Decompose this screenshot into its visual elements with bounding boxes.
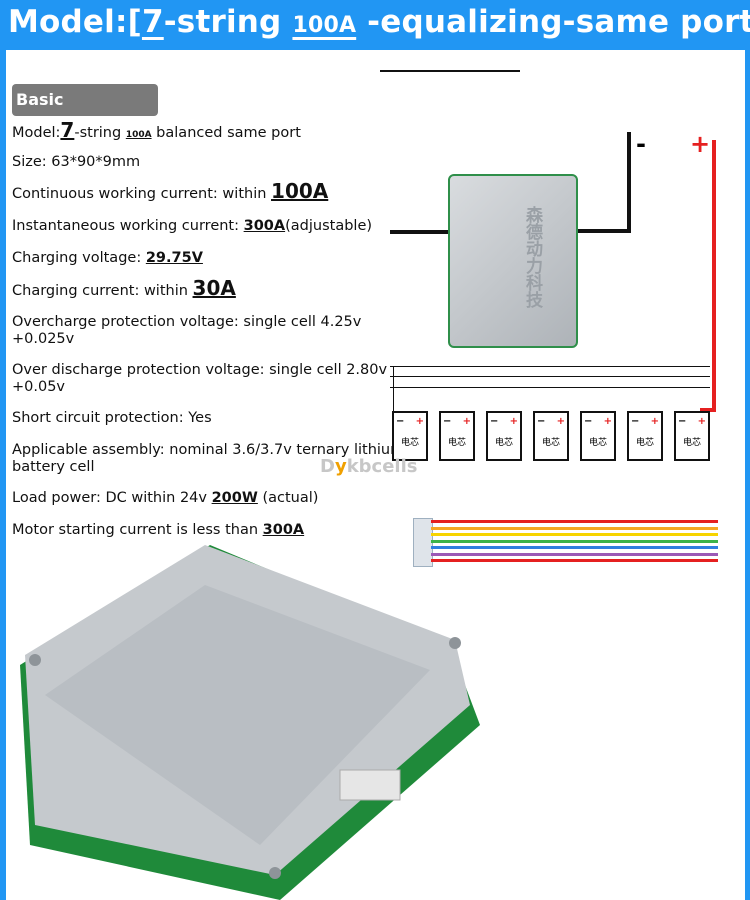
cell-minus: − xyxy=(490,416,499,427)
cell-label: 电芯 xyxy=(400,438,419,448)
cell-minus: − xyxy=(631,416,640,427)
battery-cell: −+ 电芯 xyxy=(533,411,569,461)
plus-sign: + xyxy=(690,130,711,158)
watermark: Dykbcells xyxy=(320,456,418,477)
minus-sign: - xyxy=(636,130,646,158)
basic-parameters-badge: Basic parameters xyxy=(12,84,158,141)
param-assembly: Applicable assembly: nominal 3.6/3.7v te… xyxy=(12,442,405,475)
param-continuous-current: Continuous working current: within 100A xyxy=(12,179,329,203)
wire xyxy=(431,539,718,543)
decorative-line xyxy=(380,70,520,72)
cell-label: 电芯 xyxy=(682,438,701,448)
battery-cell: −+ 电芯 xyxy=(580,411,616,461)
screw-icon xyxy=(29,654,41,666)
header-banner: Model:[7-string 100A -equalizing-same po… xyxy=(0,0,750,50)
cell-plus: + xyxy=(697,416,706,427)
cell-minus: − xyxy=(584,416,593,427)
cell-plus: + xyxy=(415,416,424,427)
cell-label: 电芯 xyxy=(635,438,654,448)
battery-cell: −+ 电芯 xyxy=(674,411,710,461)
wiring-diagram: - + 森德动力科技 −+电芯−+电芯−+电芯−+电芯−+电芯−+电芯−+电芯 xyxy=(390,130,720,470)
param-short-circuit: Short circuit protection: Yes xyxy=(12,410,212,426)
cell-label: 电芯 xyxy=(541,438,560,448)
cell-plus: + xyxy=(509,416,518,427)
wire xyxy=(431,533,718,536)
cell-minus: − xyxy=(678,416,687,427)
wire xyxy=(431,526,718,530)
cell-plus: + xyxy=(462,416,471,427)
cell-label: 电芯 xyxy=(494,438,513,448)
bms-board-diagram: 森德动力科技 xyxy=(448,174,578,348)
wire xyxy=(431,546,718,549)
connector-socket xyxy=(339,769,401,801)
param-overcharge: Overcharge protection voltage: single ce… xyxy=(12,314,362,347)
cell-plus: + xyxy=(556,416,565,427)
param-overdischarge: Over discharge protection voltage: singl… xyxy=(12,362,388,395)
screw-icon xyxy=(269,867,281,879)
battery-cell: −+ 电芯 xyxy=(392,411,428,461)
battery-cell: −+ 电芯 xyxy=(439,411,475,461)
balance-wire-harness xyxy=(413,518,718,567)
board-label: 森德动力科技 xyxy=(522,206,542,308)
param-size: Size: 63*90*9mm xyxy=(12,154,141,170)
param-load-power: Load power: DC within 24v 200W (actual) xyxy=(12,490,319,506)
param-instant-current: Instantaneous working current: 300A(adju… xyxy=(12,218,373,234)
cell-minus: − xyxy=(537,416,546,427)
cell-plus: + xyxy=(650,416,659,427)
cell-label: 电芯 xyxy=(447,438,466,448)
cell-minus: − xyxy=(443,416,452,427)
cell-minus: − xyxy=(396,416,405,427)
battery-cell: −+ 电芯 xyxy=(486,411,522,461)
screw-icon xyxy=(449,637,461,649)
wire xyxy=(431,559,718,562)
page-title: Model:[7-string 100A -equalizing-same po… xyxy=(8,4,750,40)
param-model: Model:7-string 100A balanced same port xyxy=(12,118,301,142)
wire xyxy=(431,520,718,523)
connector xyxy=(413,518,433,567)
bms-board-photo xyxy=(20,545,480,900)
plate-recess xyxy=(45,585,430,845)
wire xyxy=(431,552,718,556)
battery-cell: −+ 电芯 xyxy=(627,411,663,461)
param-charging-voltage: Charging voltage: 29.75V xyxy=(12,250,203,266)
param-motor-current: Motor starting current is less than 300A xyxy=(12,522,305,538)
cell-plus: + xyxy=(603,416,612,427)
cell-label: 电芯 xyxy=(588,438,607,448)
param-charging-current: Charging current: within 30A xyxy=(12,276,236,300)
